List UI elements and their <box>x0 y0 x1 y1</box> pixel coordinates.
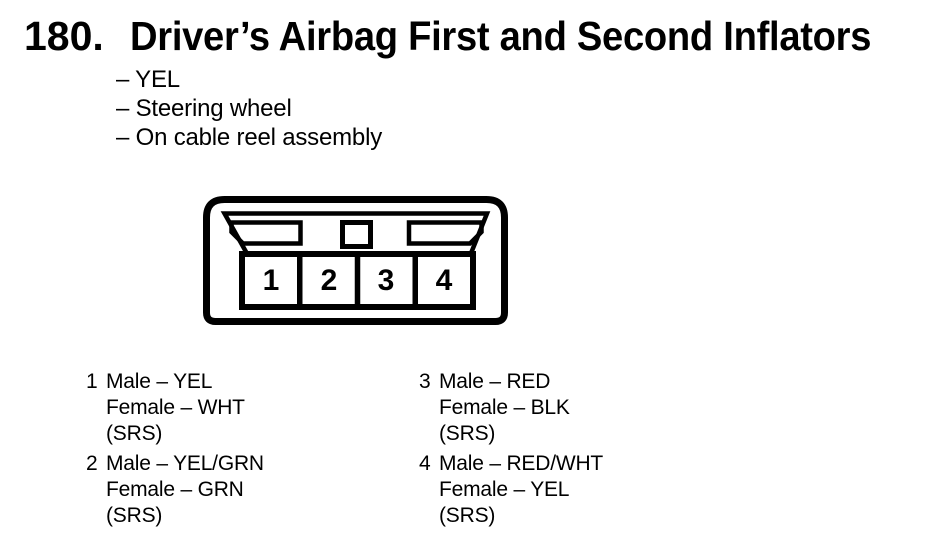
pin-number-2: 2 <box>321 264 338 297</box>
figure-header: 180. Driver’s Airbag First and Second In… <box>24 14 927 58</box>
legend-male-wire: Male – YEL/GRN <box>106 452 264 475</box>
legend-item-pin-4: 4 Male – RED/WHT Female – YEL (SRS) <box>419 451 603 529</box>
connector-housing-outline <box>203 196 508 325</box>
connector-diagram: 1 2 3 4 <box>203 196 508 325</box>
legend-female-wire: Female – BLK <box>439 396 570 419</box>
legend-system-label: (SRS) <box>439 422 496 445</box>
pin-row-outline <box>239 251 476 310</box>
legend-female-wire: Female – GRN <box>106 478 244 501</box>
legend-female-wire: Female – YEL <box>439 478 570 501</box>
keying-slot-center <box>340 220 373 249</box>
keying-slot-right <box>406 220 484 246</box>
legend-pin-number: 3 <box>419 370 431 393</box>
pin-number-4: 4 <box>436 264 453 297</box>
legend-item-pin-3: 3 Male – RED Female – BLK (SRS) <box>419 369 570 447</box>
legend-pin-number: 1 <box>86 370 98 393</box>
legend-male-wire: Male – RED <box>439 370 551 393</box>
figure-number: 180. <box>24 13 104 59</box>
legend-male-wire: Male – YEL <box>106 370 213 393</box>
figure-title: Driver’s Airbag First and Second Inflato… <box>130 13 872 59</box>
pin-number-3: 3 <box>378 264 395 297</box>
legend-system-label: (SRS) <box>439 504 496 527</box>
attribute-mounting: – On cable reel assembly <box>116 124 382 151</box>
attribute-location: – Steering wheel <box>116 95 292 122</box>
legend-male-wire: Male – RED/WHT <box>439 452 604 475</box>
legend-female-wire: Female – WHT <box>106 396 245 419</box>
legend-pin-number: 4 <box>419 452 431 475</box>
legend-system-label: (SRS) <box>106 504 163 527</box>
attribute-wire-color: – YEL <box>116 66 180 93</box>
connector-attributes: – YEL – Steering wheel – On cable reel a… <box>116 65 382 152</box>
legend-item-pin-1: 1 Male – YEL Female – WHT (SRS) <box>86 369 245 447</box>
legend-pin-number: 2 <box>86 452 98 475</box>
pin-number-1: 1 <box>263 264 280 297</box>
keying-slot-left <box>229 220 303 246</box>
legend-system-label: (SRS) <box>106 422 163 445</box>
legend-item-pin-2: 2 Male – YEL/GRN Female – GRN (SRS) <box>86 451 264 529</box>
